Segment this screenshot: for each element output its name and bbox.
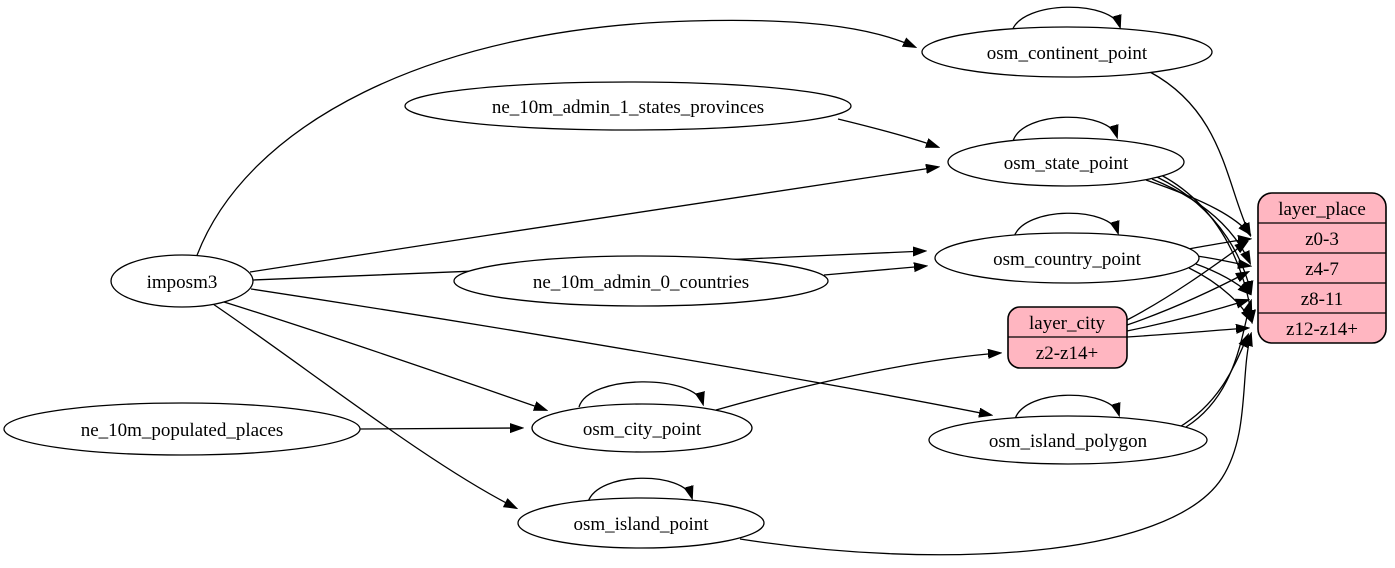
node-osm-city-shape <box>531 403 753 453</box>
edge-island-polygon-layer-place-z8-11 <box>1185 301 1251 428</box>
edge-state-layer-place-z4-7 <box>1151 178 1250 263</box>
edge-ne-states-osm-state-point <box>837 118 938 147</box>
node-osm-city-label: osm_city_point <box>583 419 702 440</box>
self-loop-osm-city-point <box>578 381 703 408</box>
node-osm-island-polygon-shape <box>928 415 1208 465</box>
node-ne-10m-admin-1-states-provinces: ne_10m_admin_1_states_provinces <box>404 81 852 131</box>
record-layer-place-row-z4-7: z4-7 <box>1305 259 1339 280</box>
node-imposm3: imposm3 <box>110 254 254 308</box>
node-osm-continent-point: osm_continent_point <box>921 26 1213 78</box>
node-ne-states-label: ne_10m_admin_1_states_provinces <box>492 97 764 118</box>
edge-country-layer-place-z0-3 <box>1187 239 1250 250</box>
node-osm-island-polygon: osm_island_polygon <box>928 415 1208 465</box>
node-ne-states-shape <box>404 81 852 131</box>
node-ne-populated-shape <box>3 402 361 456</box>
edge-imposm3-osm-continent-point <box>195 19 915 259</box>
node-osm-state-shape <box>947 137 1185 187</box>
record-layer-city-row: z2-z14+ <box>1036 343 1098 364</box>
edge-country-layer-place-z4-7 <box>1196 255 1250 266</box>
record-layer-city: layer_city z2-z14+ <box>1007 306 1128 369</box>
self-loop-osm-continent-point <box>1011 6 1120 32</box>
node-osm-city-point: osm_city_point <box>531 403 753 453</box>
edge-continent-layer-place-z0-3 <box>1149 71 1250 235</box>
edge-layer-city-layer-place-z0-3 <box>1126 242 1247 321</box>
node-osm-island-polygon-label: osm_island_polygon <box>989 431 1148 452</box>
self-loop-osm-state-point <box>1012 116 1117 142</box>
edge-layer-city-layer-place-z12-z14 <box>1126 328 1248 338</box>
node-ne-populated-label: ne_10m_populated_places <box>81 420 284 441</box>
record-layer-place-row-z8-11: z8-11 <box>1301 289 1344 310</box>
node-osm-island-point-label: osm_island_point <box>573 514 709 535</box>
node-ne-10m-admin-0-countries: ne_10m_admin_0_countries <box>453 255 829 307</box>
edge-island-point-layer-place-z12-z14 <box>739 334 1251 556</box>
node-osm-island-point-shape <box>517 497 765 549</box>
record-layer-place-title: layer_place <box>1278 199 1366 220</box>
edge-imposm3-osm-state-point <box>249 167 938 273</box>
edge-group <box>195 6 1252 556</box>
edge-layer-city-layer-place-z8-11 <box>1126 300 1248 332</box>
record-layer-place: layer_place z0-3 z4-7 z8-11 z12-z14+ <box>1257 192 1387 344</box>
node-osm-island-point: osm_island_point <box>517 497 765 549</box>
node-osm-country-point: osm_country_point <box>934 232 1200 284</box>
node-osm-continent-shape <box>921 26 1213 78</box>
edge-state-layer-place-z0-3 <box>1145 179 1250 234</box>
node-osm-country-shape <box>934 232 1200 284</box>
record-layer-place-row-z0-3: z0-3 <box>1305 229 1339 250</box>
self-loop-osm-country-point <box>1013 212 1118 238</box>
node-ne-countries-label: ne_10m_admin_0_countries <box>533 272 749 293</box>
edge-ne-populated-osm-city-point <box>359 428 522 429</box>
node-ne-countries-shape <box>453 255 829 307</box>
node-imposm3-label: imposm3 <box>147 272 218 293</box>
record-layer-place-row-z12-z14: z12-z14+ <box>1286 319 1358 340</box>
node-osm-continent-label: osm_continent_point <box>987 43 1148 64</box>
edge-layer-city-layer-place-z4-7 <box>1126 272 1248 326</box>
record-layer-place-box <box>1257 192 1387 344</box>
edge-country-layer-place-z12-z14 <box>1188 267 1251 321</box>
node-osm-state-point: osm_state_point <box>947 137 1185 187</box>
node-imposm3-shape <box>110 254 254 308</box>
node-osm-country-label: osm_country_point <box>993 249 1141 270</box>
record-layer-city-title: layer_city <box>1029 313 1105 334</box>
edge-city-layer-city-z2-z14 <box>715 353 1000 411</box>
edge-imposm3-osm-island-point <box>212 303 516 508</box>
edge-island-polygon-layer-place-z12-z14 <box>1177 335 1248 429</box>
edge-ne-countries-osm-country-point <box>823 266 926 276</box>
node-osm-state-label: osm_state_point <box>1004 153 1129 174</box>
self-loop-osm-island-point <box>587 477 692 503</box>
self-loop-osm-island-polygon <box>1014 394 1119 420</box>
edge-imposm3-osm-island-polygon <box>250 288 991 415</box>
node-ne-10m-populated-places: ne_10m_populated_places <box>3 402 361 456</box>
edge-imposm3-osm-city-point <box>223 301 546 410</box>
